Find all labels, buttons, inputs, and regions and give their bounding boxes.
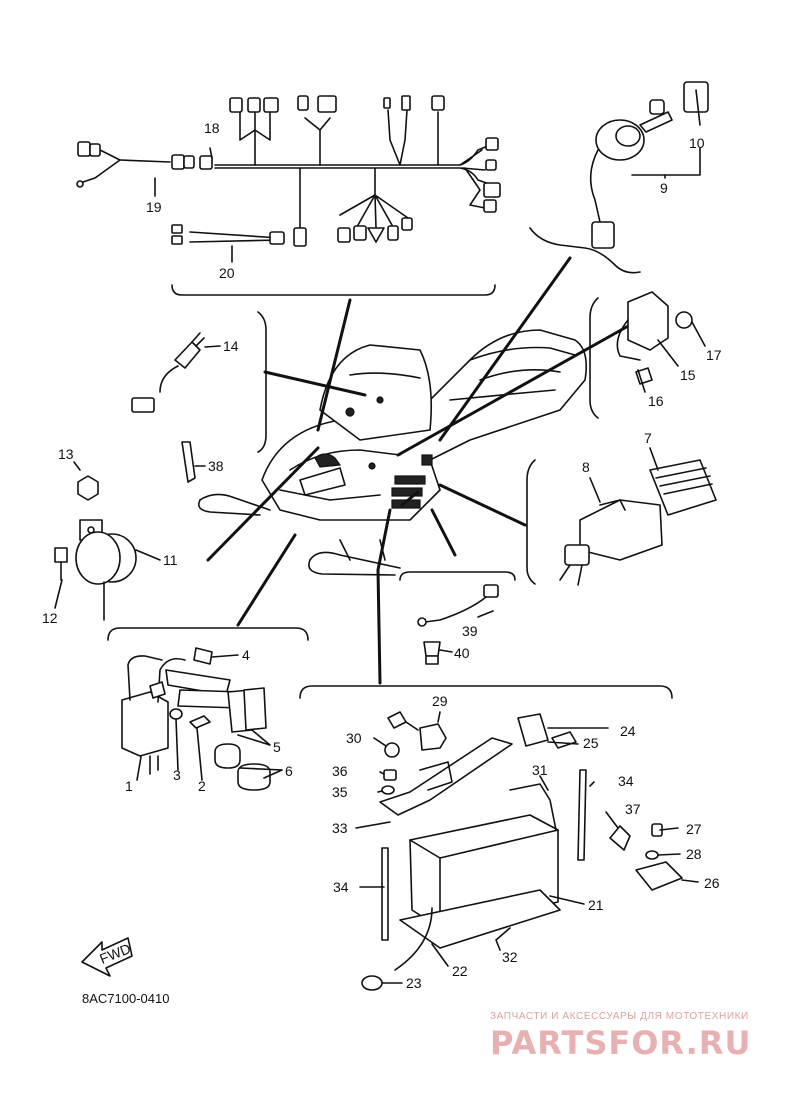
- rectifier-regulator-assembly: [616, 291, 693, 385]
- callout-27: 27: [686, 821, 702, 837]
- watermark-tagline: ЗАПЧАСТИ И АКСЕССУАРЫ ДЛЯ МОТОТЕХНИКИ: [490, 1011, 749, 1022]
- callout-24: 24: [620, 723, 636, 739]
- battery-group-bracket: [299, 685, 673, 699]
- right-lower-group-bracket: [526, 459, 536, 585]
- callout-15: 15: [680, 367, 696, 383]
- callout-28: 28: [686, 846, 702, 862]
- callout-1: 1: [125, 778, 133, 794]
- callout-14: 14: [223, 338, 239, 354]
- battery-assembly: [361, 711, 683, 991]
- callout-17: 17: [706, 347, 722, 363]
- snowmobile-body: [197, 329, 588, 576]
- thermo-sensor-assembly: [417, 584, 499, 665]
- callout-32: 32: [502, 949, 518, 965]
- callout-23: 23: [406, 975, 422, 991]
- cdi-unit-assembly: [559, 459, 717, 586]
- horn-assembly: [54, 475, 137, 621]
- callout-3: 3: [173, 767, 181, 783]
- callout-34-left: 34: [333, 879, 349, 895]
- callout-6: 6: [285, 763, 293, 779]
- callout-25: 25: [583, 735, 599, 751]
- callout-16: 16: [648, 393, 664, 409]
- callout-5: 5: [273, 739, 281, 755]
- callout-20: 20: [219, 265, 235, 281]
- callout-10: 10: [689, 135, 705, 151]
- callout-4: 4: [242, 647, 250, 663]
- callout-18: 18: [204, 120, 220, 136]
- stop-switch-assembly: [131, 332, 205, 413]
- diagram-code: 8AC7100-0410: [82, 991, 169, 1006]
- callout-7: 7: [644, 430, 652, 446]
- callout-labels: 1 2 3 4 5 6 7 8 9 10 11 12 13 14 15 16 1…: [42, 120, 722, 991]
- callout-8: 8: [582, 459, 590, 475]
- reference-lines: [206, 256, 632, 685]
- switch-group-bracket: [529, 227, 641, 274]
- clip-part: [181, 441, 196, 483]
- callout-36: 36: [332, 763, 348, 779]
- left-group-bracket: [257, 311, 267, 453]
- callout-29: 29: [432, 693, 448, 709]
- callout-40: 40: [454, 645, 470, 661]
- callout-12: 12: [42, 610, 58, 626]
- ignition-coil-assembly: [121, 647, 271, 791]
- ignition-group-bracket: [107, 627, 309, 641]
- callout-37: 37: [625, 801, 641, 817]
- callout-33: 33: [332, 820, 348, 836]
- callout-26: 26: [704, 875, 720, 891]
- leader-lines: [54, 321, 706, 984]
- callout-22: 22: [452, 963, 468, 979]
- callout-31: 31: [532, 762, 548, 778]
- sensor-group-bracket: [399, 571, 516, 581]
- callout-9: 9: [660, 180, 668, 196]
- wire-harness-assembly: [76, 95, 501, 263]
- callout-35: 35: [332, 784, 348, 800]
- callout-13: 13: [58, 446, 74, 462]
- watermark-logo: PARTSFOR.RU: [490, 1024, 752, 1062]
- callout-39: 39: [462, 623, 478, 639]
- callout-38: 38: [208, 458, 224, 474]
- main-switch-assembly: [589, 81, 709, 249]
- callout-19: 19: [146, 199, 162, 215]
- forward-direction-indicator: FWD: [81, 937, 133, 977]
- callout-34-right: 34: [618, 773, 634, 789]
- right-upper-group-bracket: [589, 297, 599, 419]
- callout-21: 21: [588, 897, 604, 913]
- callout-2: 2: [198, 778, 206, 794]
- callout-11: 11: [163, 552, 178, 568]
- callout-30: 30: [346, 730, 362, 746]
- harness-group-bracket: [171, 284, 496, 296]
